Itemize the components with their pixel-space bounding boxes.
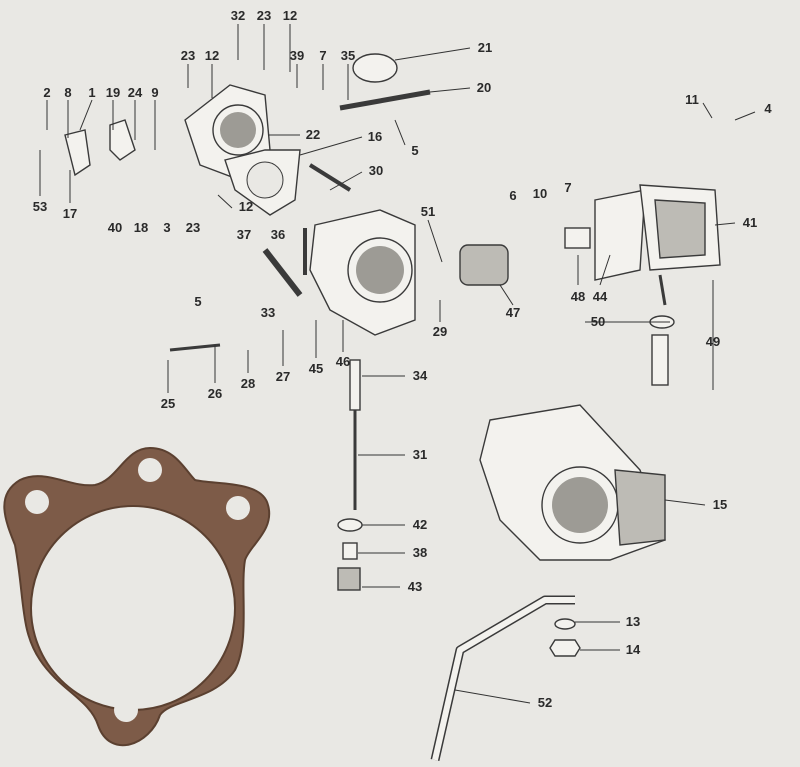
callout-label: 24 — [128, 85, 143, 100]
callout-label: 31 — [413, 447, 427, 462]
callout-label: 15 — [713, 497, 727, 512]
gasket — [3, 446, 271, 747]
callout-label: 30 — [369, 163, 383, 178]
callout-label: 11 — [685, 92, 699, 107]
callout-label: 34 — [413, 368, 428, 383]
callout-label: 35 — [341, 48, 355, 63]
callout-label: 22 — [306, 127, 320, 142]
callout-label: 4 — [764, 101, 772, 116]
callout-label: 13 — [626, 614, 640, 629]
callout-label: 53 — [33, 199, 47, 214]
callout-label: 12 — [205, 48, 219, 63]
callout-label: 51 — [421, 204, 435, 219]
callout-label: 23 — [181, 48, 195, 63]
callout-label: 26 — [208, 386, 222, 401]
parts — [64, 53, 721, 761]
callout-label: 12 — [283, 8, 297, 23]
callout-label: 43 — [408, 579, 422, 594]
callout-label: 41 — [743, 215, 757, 230]
callout-label: 40 — [108, 220, 122, 235]
leader-lines — [39, 24, 756, 704]
callout-label: 5 — [194, 294, 201, 309]
callout-label: 7 — [319, 48, 326, 63]
callout-label: 3 — [163, 220, 170, 235]
callout-label: 45 — [309, 361, 323, 376]
callout-label: 7 — [564, 180, 571, 195]
callout-label: 23 — [257, 8, 271, 23]
callout-label: 18 — [134, 220, 148, 235]
callout-label: 16 — [368, 129, 382, 144]
callout-label: 28 — [241, 376, 255, 391]
callout-label: 1 — [88, 85, 95, 100]
callout-labels: 32 23 12 23 12 39 7 35 21 20 2 8 1 19 24… — [33, 8, 773, 710]
callout-label: 6 — [509, 188, 516, 203]
callout-label: 36 — [271, 227, 285, 242]
callout-label: 14 — [626, 642, 641, 657]
callout-label: 9 — [151, 85, 158, 100]
callout-label: 50 — [591, 314, 605, 329]
callout-label: 42 — [413, 517, 427, 532]
callout-label: 38 — [413, 545, 427, 560]
callout-label: 52 — [538, 695, 552, 710]
callout-label: 23 — [186, 220, 200, 235]
callout-label: 27 — [276, 369, 290, 384]
callout-label: 33 — [261, 305, 275, 320]
callout-label: 5 — [411, 143, 418, 158]
callout-label: 25 — [161, 396, 175, 411]
callout-label: 2 — [43, 85, 50, 100]
callout-label: 46 — [336, 354, 350, 369]
callout-label: 48 — [571, 289, 585, 304]
callout-label: 20 — [477, 80, 491, 95]
callout-label: 29 — [433, 324, 447, 339]
callout-label: 39 — [290, 48, 304, 63]
callout-label: 8 — [64, 85, 71, 100]
callout-label: 47 — [506, 305, 520, 320]
callout-label: 12 — [239, 199, 253, 214]
callout-label: 17 — [63, 206, 77, 221]
callout-label: 19 — [106, 85, 120, 100]
callout-label: 49 — [706, 334, 720, 349]
callout-label: 21 — [478, 40, 492, 55]
callout-label: 10 — [533, 186, 547, 201]
callout-label: 44 — [593, 289, 608, 304]
callout-label: 32 — [231, 8, 245, 23]
callout-label: 37 — [237, 227, 251, 242]
